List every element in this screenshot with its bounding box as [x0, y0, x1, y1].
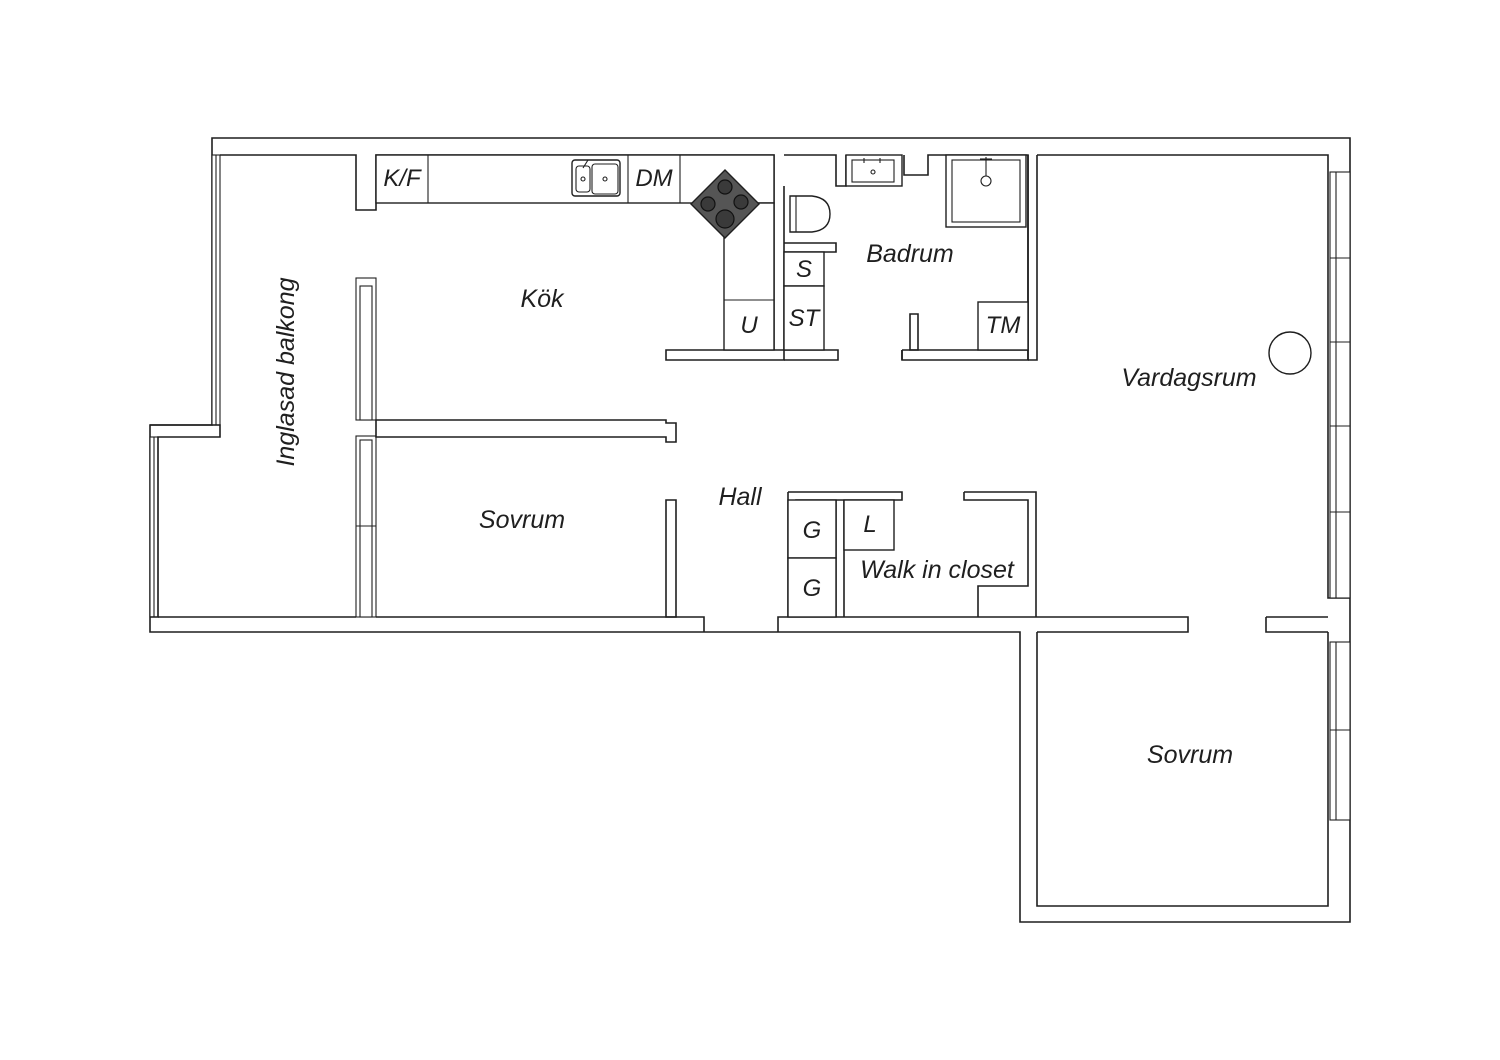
label-cabinet-st: ST: [789, 305, 822, 332]
label-kitchen: Kök: [520, 285, 565, 313]
wardrobe-1: [787, 499, 837, 559]
cabinet-s: [783, 251, 825, 287]
label-washer-dryer: TM: [986, 312, 1021, 339]
linen-closet: [843, 499, 895, 551]
label-balcony: Inglasad balkong: [272, 277, 300, 466]
living-room-window: [1329, 171, 1351, 599]
bathroom-sink-icon: [845, 154, 903, 187]
cabinet-st: [783, 285, 825, 351]
label-bedroom-right: Sovrum: [1147, 741, 1233, 769]
stove-icon: [690, 169, 760, 239]
wall-kitchen-bedroom: [375, 419, 677, 443]
wall-bathroom-right: [1027, 155, 1038, 361]
wall-bedroom-hall: [665, 499, 677, 618]
wall-kitchen-return: [665, 349, 785, 361]
label-wardrobe-1: G: [803, 517, 822, 544]
wall-living-bedroom: [1036, 616, 1328, 633]
washer-dryer: [977, 301, 1029, 351]
label-fridge-freezer: K/F: [383, 165, 422, 192]
label-linen-closet: L: [863, 511, 876, 538]
bedroom-window: [1329, 641, 1351, 821]
label-living-room: Vardagsrum: [1121, 364, 1256, 392]
label-bedroom-left: Sovrum: [479, 506, 565, 534]
label-oven: U: [740, 312, 758, 339]
shower-icon: [945, 154, 1027, 228]
round-table-icon: [1268, 331, 1312, 375]
label-walk-in-closet: Walk in closet: [860, 556, 1015, 584]
label-cabinet-s: S: [796, 256, 812, 283]
label-hall: Hall: [718, 483, 763, 511]
wardrobe-2: [787, 557, 837, 618]
toilet-icon: [789, 195, 831, 233]
label-dishwasher: DM: [635, 165, 672, 192]
kitchen-sink-icon: [571, 159, 621, 197]
label-wardrobe-2: G: [803, 575, 822, 602]
label-bathroom: Badrum: [866, 240, 954, 268]
